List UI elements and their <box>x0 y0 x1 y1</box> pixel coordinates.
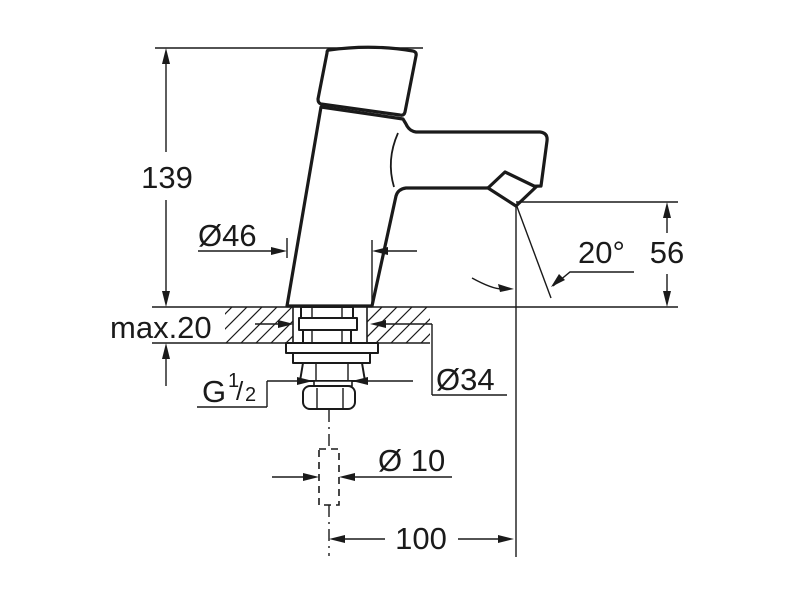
dim-label-139: 139 <box>141 160 193 195</box>
body-spout-fillet-line <box>389 132 399 188</box>
dim-label-100: 100 <box>395 521 447 556</box>
spray-angle-line <box>515 203 552 299</box>
arrowhead <box>339 473 355 481</box>
dimension-spout-height: 56 <box>516 201 684 307</box>
mounting-deck <box>152 306 678 344</box>
dimension-pipe-diameter: Ø 10 <box>272 443 452 481</box>
angle-arc <box>471 277 503 290</box>
extension-lines <box>286 238 373 307</box>
arrowhead <box>162 343 170 359</box>
mounting-nut-upper <box>299 362 366 382</box>
supply-nut-facets <box>316 388 344 408</box>
aerator <box>486 170 538 208</box>
dim-label-thread-slash: / <box>236 376 244 406</box>
shank-upper-thread-lines <box>311 307 343 318</box>
dimension-deck-thickness: max.20 <box>110 310 212 386</box>
dim-line <box>255 323 507 396</box>
deck-hole-edges <box>292 307 368 343</box>
dim-label-d34: Ø34 <box>436 362 495 397</box>
dim-label-d46: Ø46 <box>198 218 257 253</box>
faucet <box>285 45 549 308</box>
mounting-nut-facets <box>315 363 349 381</box>
arrowhead <box>498 284 514 292</box>
arrowhead <box>303 473 319 481</box>
dim-label-thread-sup: 1 <box>228 370 239 392</box>
arrowhead <box>372 247 388 255</box>
supply-pipe-dashed <box>318 448 340 506</box>
dimension-body-diameter: Ø46 <box>198 218 417 307</box>
mounting-hardware <box>285 306 379 410</box>
dim-label-thread-g: G <box>202 374 226 409</box>
dim-label-max20: max.20 <box>110 310 212 345</box>
faucet-handle <box>316 45 418 117</box>
dimension-thread: G 1 / 2 <box>197 370 413 409</box>
dim-label-d10: Ø 10 <box>378 443 445 478</box>
dim-label-thread-sub: 2 <box>245 384 256 406</box>
dimension-spray-angle: 20° <box>471 203 634 557</box>
dim-label-56: 56 <box>650 235 684 270</box>
faucet-body-spout <box>285 105 549 308</box>
shank-washer-band <box>298 317 358 331</box>
shank-lower-thread-lines <box>311 330 343 343</box>
arrowhead <box>162 291 170 307</box>
arrowhead <box>370 320 386 328</box>
deck-hatching-left <box>225 307 293 343</box>
arrowhead <box>271 247 287 255</box>
shank-upper <box>300 306 354 319</box>
arrowhead <box>329 535 345 543</box>
supply-nut <box>302 385 356 410</box>
arrowhead <box>297 377 313 385</box>
shank-lower <box>302 329 352 344</box>
arrowhead <box>498 535 514 543</box>
dimension-reach: 100 <box>329 521 514 556</box>
dimension-escutcheon-diameter: Ø34 <box>255 320 507 397</box>
arrowhead <box>278 320 294 328</box>
arrowhead <box>663 202 671 218</box>
arrowhead <box>352 377 368 385</box>
flange-plate-wide <box>285 342 379 354</box>
arrowhead <box>551 274 565 287</box>
leader-line <box>552 271 634 287</box>
flange-plate-narrow <box>292 352 371 364</box>
arrowhead <box>663 291 671 307</box>
dim-line <box>197 380 413 408</box>
arrowhead <box>162 48 170 64</box>
dimension-total-height: 139 <box>141 48 193 307</box>
deck-hatching-right <box>367 307 430 343</box>
dim-label-20deg: 20° <box>578 235 625 270</box>
